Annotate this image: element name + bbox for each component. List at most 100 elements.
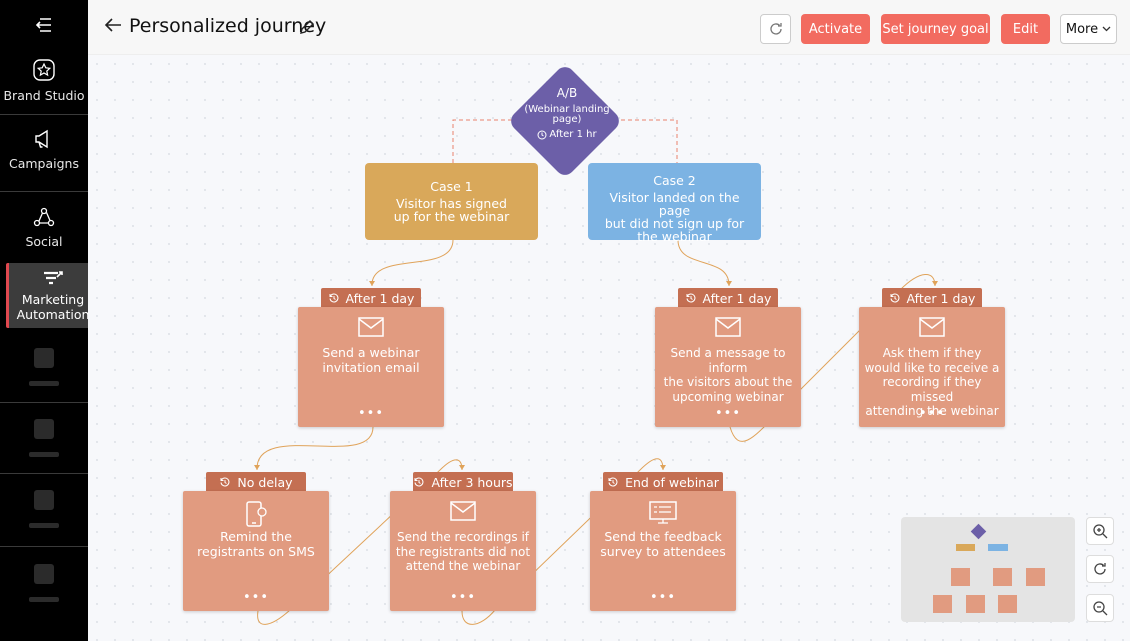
minimap-step (998, 595, 1017, 613)
step-description: Send the feedback survey to attendees (600, 529, 726, 559)
case-title: Case 2 (653, 173, 696, 188)
activate-button[interactable]: Activate (801, 14, 870, 44)
case-description: Visitor has signed up for the webinar (393, 196, 510, 224)
minimap[interactable] (901, 517, 1075, 622)
funnel-icon (44, 270, 63, 284)
delay-tag: After 1 day (321, 288, 421, 308)
step-menu-button[interactable]: ••• (357, 406, 384, 421)
sidebar-item-label: Campaigns (8, 156, 79, 171)
step-card-send-recordings[interactable]: Send the recordings if the registrants d… (390, 491, 536, 611)
edit-button[interactable]: Edit (1001, 14, 1050, 44)
delay-text: After 1 day (702, 290, 772, 306)
step-card-sms-reminder[interactable]: Remind the registrants on SMS ••• (183, 491, 329, 611)
minimap-split (970, 523, 987, 540)
ab-split-label: A/B (Webinar landing page) After 1 hr (515, 86, 619, 140)
step-card-inform-visitors[interactable]: Send a message to inform the visitors ab… (655, 307, 801, 427)
minimap-case (956, 544, 975, 551)
sidebar-placeholder-label (29, 597, 59, 602)
minimap-step (993, 568, 1012, 586)
step-menu-button[interactable]: ••• (714, 406, 741, 421)
menu-toggle-button[interactable] (0, 0, 88, 50)
reset-zoom-button[interactable] (1086, 555, 1114, 583)
sidebar-item-campaigns[interactable]: Campaigns (0, 128, 88, 171)
case-description: Visitor landed on the page but did not s… (604, 190, 745, 244)
delay-tag: After 3 hours (413, 472, 513, 492)
chevron-down-icon (1102, 26, 1111, 32)
step-menu-button[interactable]: ••• (449, 590, 476, 605)
mail-icon (450, 501, 476, 521)
refresh-icon (769, 23, 782, 35)
step-description: Ask them if they would like to receive a… (864, 346, 1000, 418)
pencil-icon (300, 20, 314, 34)
set-journey-goal-button[interactable]: Set journey goal (881, 14, 990, 44)
step-card-webinar-invite[interactable]: Send a webinar invitation email ••• (298, 307, 444, 427)
history-icon (608, 477, 618, 487)
delay-tag: After 1 day (882, 288, 982, 308)
minimap-step (1026, 568, 1045, 586)
edit-title-button[interactable] (299, 19, 315, 35)
step-description: Send a message to inform the visitors ab… (663, 346, 793, 404)
sidebar: Brand Studio Campaigns Social Marketing … (0, 0, 97, 641)
history-icon (686, 293, 695, 303)
sidebar-item-social[interactable]: Social (0, 206, 88, 249)
more-dropdown[interactable]: More (1060, 14, 1117, 44)
refresh-button[interactable] (760, 14, 791, 44)
sidebar-item-marketing-automation[interactable]: Marketing Automation (6, 263, 97, 328)
mail-icon (358, 317, 384, 337)
split-delay: After 1 hr (515, 129, 619, 140)
delay-text: End of webinar (625, 474, 719, 490)
delay-tag: No delay (206, 472, 306, 492)
sidebar-divider (0, 473, 88, 474)
split-subtitle: (Webinar landing page) (524, 104, 610, 125)
mail-icon (919, 317, 945, 337)
step-menu-button[interactable]: ••• (649, 590, 676, 605)
case-title: Case 1 (430, 179, 473, 194)
sidebar-item-label: Social (25, 234, 63, 249)
star-badge-icon (33, 59, 55, 81)
step-card-feedback-survey[interactable]: Send the feedback survey to attendees ••… (590, 491, 736, 611)
sidebar-placeholder-icon (34, 564, 54, 584)
delay-text: After 3 hours (431, 474, 513, 490)
split-delay-text: After 1 hr (549, 129, 597, 140)
sidebar-placeholder-label (29, 523, 59, 528)
sidebar-placeholder-icon (34, 419, 54, 439)
case-2-node[interactable]: Case 2 Visitor landed on the page but di… (588, 163, 761, 244)
sidebar-item-label: Marketing Automation (16, 291, 90, 322)
more-label: More (1065, 21, 1099, 37)
sidebar-divider (0, 114, 88, 115)
delay-text: After 1 day (345, 290, 415, 306)
page-title: Personalized journey (129, 15, 327, 37)
mail-icon (715, 317, 741, 337)
delay-text: No delay (237, 474, 293, 490)
history-icon (890, 293, 899, 303)
case-1-node[interactable]: Case 1 Visitor has signed up for the web… (365, 163, 538, 240)
zoom-in-button[interactable] (1086, 517, 1114, 545)
sidebar-placeholder-icon (34, 348, 54, 368)
sidebar-item-label: Brand Studio (3, 88, 85, 103)
history-icon (220, 477, 230, 487)
history-icon (329, 293, 338, 303)
minimap-step (933, 595, 952, 613)
step-card-recording-offer[interactable]: Ask them if they would like to receive a… (859, 307, 1005, 427)
arrow-left-icon (104, 18, 121, 32)
split-title: A/B (556, 86, 578, 100)
minimap-case (988, 544, 1008, 551)
page-header: Personalized journey Activate Set journe… (88, 0, 1130, 55)
sidebar-divider (0, 191, 88, 192)
back-button[interactable] (104, 15, 124, 35)
step-menu-button[interactable]: ••• (918, 406, 945, 421)
history-icon (414, 477, 424, 487)
minimap-step (966, 595, 985, 613)
zoom-in-icon (1093, 524, 1108, 539)
reset-icon (1094, 563, 1106, 575)
delay-tag: End of webinar (603, 472, 723, 492)
sidebar-divider (0, 546, 88, 547)
share-nodes-icon (33, 207, 55, 227)
clock-icon (537, 130, 547, 139)
survey-icon (649, 501, 677, 524)
sidebar-item-brand-studio[interactable]: Brand Studio (0, 58, 88, 103)
zoom-out-button[interactable] (1086, 594, 1114, 622)
step-menu-button[interactable]: ••• (242, 590, 269, 605)
sidebar-placeholder-label (29, 381, 59, 386)
